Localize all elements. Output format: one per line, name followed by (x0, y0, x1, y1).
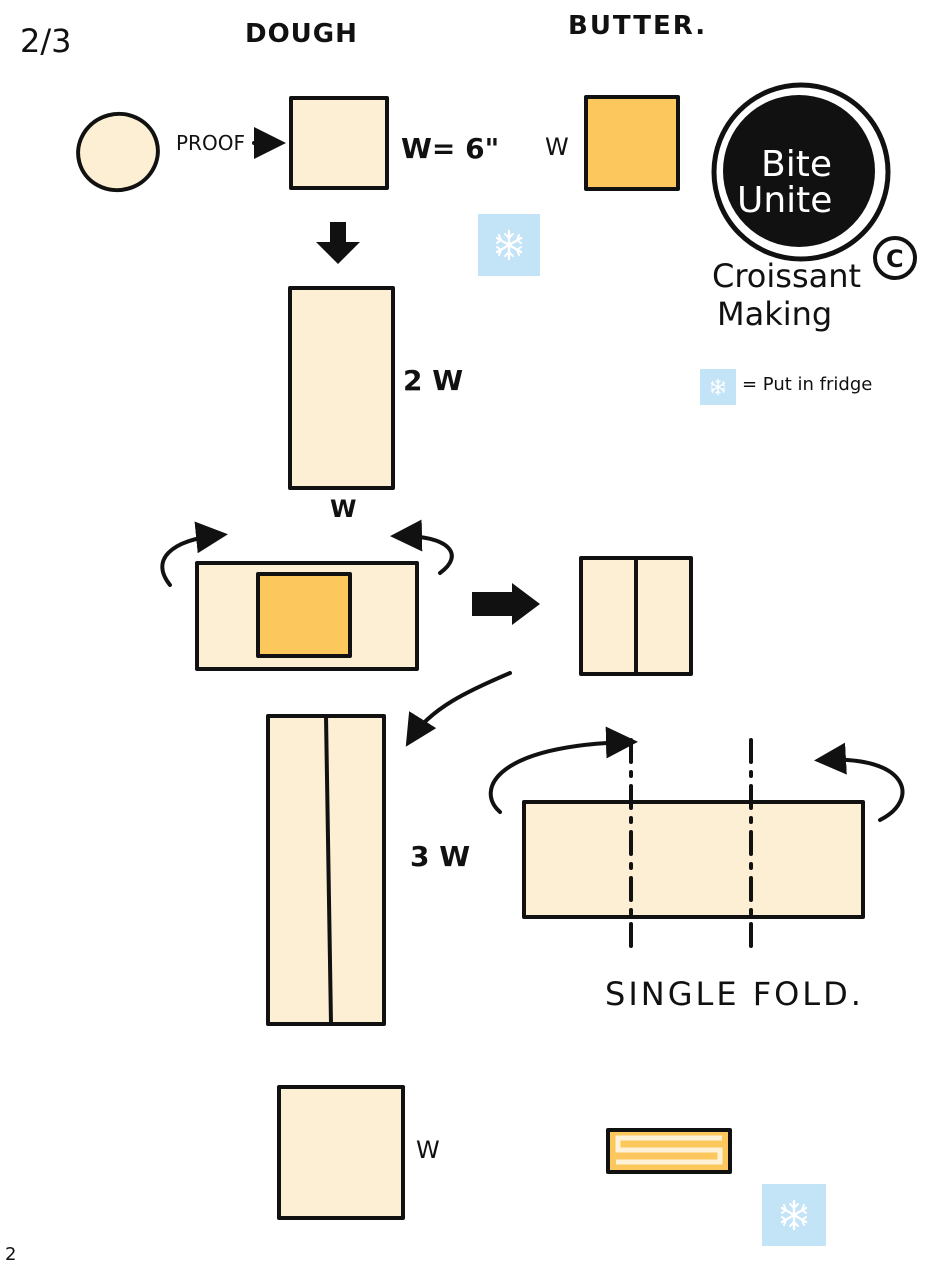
fold-right-arrow (390, 519, 454, 575)
proof-label: PROOF (176, 131, 245, 155)
dough-folded-square (579, 556, 693, 676)
svg-text:Bite: Bite (761, 144, 832, 185)
dough-header: DOUGH (245, 19, 358, 49)
single-fold-sheet (522, 738, 865, 957)
butter-w-label: W (545, 133, 569, 161)
legend-fridge-icon (700, 369, 736, 405)
right-arrow-icon (472, 583, 540, 625)
three-w-label: 3 W (410, 840, 470, 873)
svg-text:Unite: Unite (737, 180, 832, 221)
title-line-1: Croissant (712, 257, 861, 295)
butter-header: BUTTER. (568, 11, 707, 41)
dough-ball (76, 111, 160, 193)
two-w-label: 2 W (403, 364, 463, 397)
laminated-side-view (606, 1128, 732, 1174)
single-fold-label: SINGLE FOLD. (605, 975, 864, 1013)
dough-square (289, 96, 389, 190)
page-number: 2 (5, 1244, 16, 1264)
bite-unite-logo: Bite Unite C (711, 82, 917, 280)
dough-final-square (277, 1085, 405, 1220)
single-fold-left-arrow (488, 726, 638, 814)
bottom-w-label: W (330, 495, 356, 523)
width-label: W= 6" (401, 132, 499, 165)
legend-text: = Put in fridge (742, 374, 872, 395)
dough-rolled-3w (266, 714, 386, 1026)
single-fold-right-arrow (814, 742, 905, 822)
final-w-label: W (416, 1136, 440, 1164)
title-line-2: Making (717, 295, 832, 333)
butter-square (584, 95, 680, 191)
fridge-snowflake-icon (762, 1184, 826, 1246)
dough-rolled-2w (288, 286, 395, 490)
copyright-mark: C (886, 245, 904, 273)
down-arrow-icon (316, 222, 360, 264)
curve-arrow (405, 671, 512, 747)
fold-left-arrow (160, 521, 228, 587)
page-fraction: 2/3 (20, 22, 72, 60)
fridge-snowflake-icon (478, 214, 540, 276)
butter-enclosure (195, 561, 419, 671)
